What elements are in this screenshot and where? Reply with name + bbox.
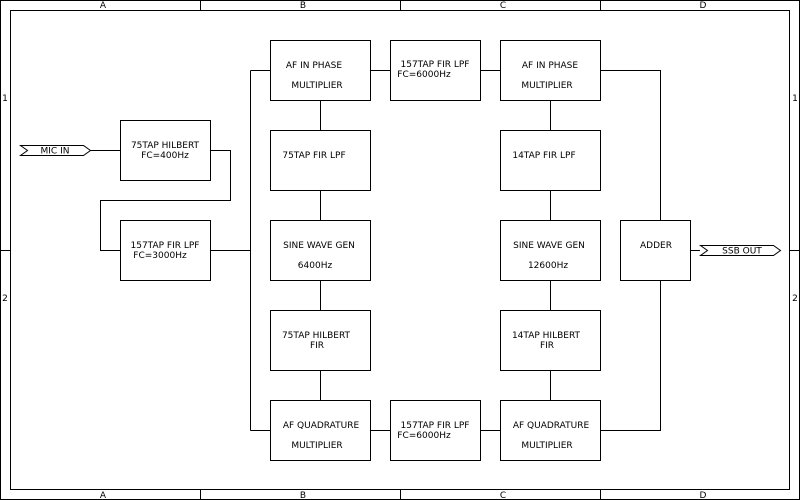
port-mic-in: MIC IN [18, 145, 92, 157]
block-af-in-phase-multiplier-2-line1: AF IN PHASE [522, 61, 579, 71]
block-157tap-fir-lpf-bottom-line1: 157TAP FIR LPF [401, 421, 470, 431]
block-sine-wave-gen-12600-line2: 12600Hz [528, 261, 568, 271]
zone-label-row-2-left: 2 [2, 294, 8, 304]
block-adder-line1: ADDER [640, 241, 672, 251]
block-157tap-fir-lpf-bottom-line2: FC=6000Hz [397, 431, 451, 441]
block-af-in-phase-multiplier-2-line2: MULTIPLIER [521, 81, 572, 91]
zone-label-col-c-bottom: C [500, 491, 506, 500]
block-14tap-hilbert-fir: 14TAP HILBERT FIR [500, 310, 601, 371]
zone-label-row-1-left: 1 [2, 94, 8, 104]
zone-label-row-2-right: 2 [792, 294, 798, 304]
wires [90, 70, 700, 431]
block-157tap-fir-lpf-input-line2: FC=3000Hz [133, 251, 187, 261]
block-14tap-hilbert-fir-line1: 14TAP HILBERT [512, 331, 581, 341]
block-af-in-phase-multiplier-1-line2: MULTIPLIER [291, 81, 342, 91]
block-75tap-hilbert: 75TAP HILBERT FC=400Hz [120, 120, 211, 181]
block-af-in-phase-multiplier-1-line1: AF IN PHASE [286, 61, 343, 71]
block-75tap-hilbert-fir-line2: FIR [310, 341, 324, 351]
block-af-quadrature-multiplier-2: AF QUADRATURE MULTIPLIER [500, 400, 601, 461]
block-75tap-hilbert-fir: 75TAP HILBERT FIR [270, 310, 371, 371]
block-af-quadrature-multiplier-2-line2: MULTIPLIER [521, 441, 572, 451]
zone-label-col-d-top: D [700, 1, 707, 11]
port-ssb-out: SSB OUT [698, 245, 782, 257]
block-75tap-hilbert-line1: 75TAP HILBERT [131, 141, 200, 151]
block-75tap-fir-lpf: 75TAP FIR LPF [270, 130, 371, 191]
inner-frame [10, 10, 790, 490]
block-sine-wave-gen-12600: SINE WAVE GEN 12600Hz [500, 220, 601, 281]
block-157tap-fir-lpf-top-line1: 157TAP FIR LPF [401, 60, 470, 70]
zone-label-col-a-top: A [100, 1, 107, 11]
block-14tap-fir-lpf: 14TAP FIR LPF [500, 130, 601, 191]
zone-label-col-a-bottom: A [100, 491, 107, 500]
block-75tap-hilbert-line2: FC=400Hz [141, 151, 189, 161]
block-sine-wave-gen-6400: SINE WAVE GEN 6400Hz [270, 220, 371, 281]
block-157tap-fir-lpf-input-line1: 157TAP FIR LPF [131, 241, 200, 251]
block-af-quadrature-multiplier-1-line1: AF QUADRATURE [283, 421, 360, 431]
zone-label-col-b-top: B [300, 1, 306, 11]
block-sine-wave-gen-12600-line1: SINE WAVE GEN [513, 241, 585, 251]
block-adder: ADDER [620, 220, 691, 281]
zone-label-col-b-bottom: B [300, 491, 306, 500]
block-157tap-fir-lpf-input: 157TAP FIR LPF FC=3000Hz [120, 220, 211, 281]
block-75tap-hilbert-fir-line1: 75TAP HILBERT [282, 331, 351, 341]
block-af-quadrature-multiplier-1: AF QUADRATURE MULTIPLIER [270, 400, 371, 461]
block-157tap-fir-lpf-top: 157TAP FIR LPF FC=6000Hz [390, 40, 481, 101]
block-sine-wave-gen-6400-line2: 6400Hz [298, 261, 333, 271]
block-af-quadrature-multiplier-1-line2: MULTIPLIER [291, 441, 342, 451]
block-af-in-phase-multiplier-2: AF IN PHASE MULTIPLIER [500, 40, 601, 101]
block-75tap-fir-lpf-line1: 75TAP FIR LPF [282, 151, 345, 161]
block-157tap-fir-lpf-bottom: 157TAP FIR LPF FC=6000Hz [390, 400, 481, 461]
zone-label-row-1-right: 1 [792, 94, 798, 104]
zone-label-col-d-bottom: D [700, 491, 707, 500]
block-14tap-hilbert-fir-line2: FIR [540, 341, 554, 351]
block-af-in-phase-multiplier-1: AF IN PHASE MULTIPLIER [270, 40, 371, 101]
port-mic-in-label: MIC IN [41, 147, 70, 157]
port-ssb-out-label: SSB OUT [722, 247, 762, 257]
block-sine-wave-gen-6400-line1: SINE WAVE GEN [283, 241, 355, 251]
zone-label-col-c-top: C [500, 1, 506, 11]
block-157tap-fir-lpf-top-line2: FC=6000Hz [397, 70, 451, 80]
block-14tap-fir-lpf-line1: 14TAP FIR LPF [512, 151, 575, 161]
block-af-quadrature-multiplier-2-line1: AF QUADRATURE [513, 421, 590, 431]
